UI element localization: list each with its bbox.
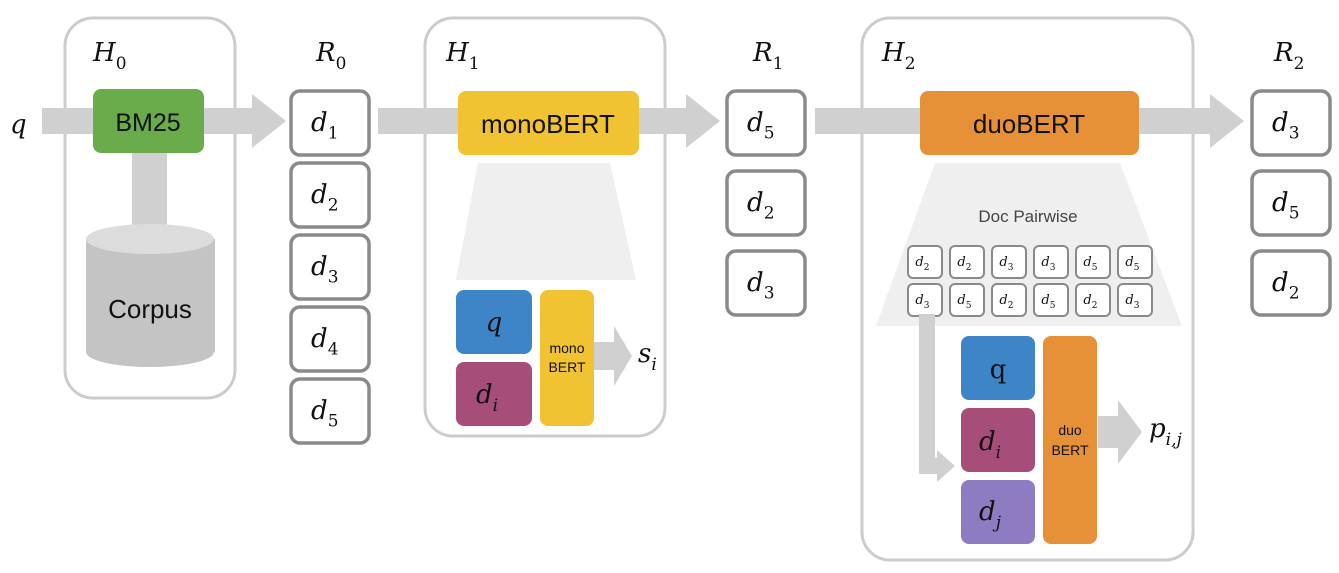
r0-doc-3-symbol: d3 [311,252,338,288]
stage1-hypothesis-label: H1 [445,38,480,74]
r1-doc-2: d2 [725,169,807,237]
bm25-box [93,89,204,153]
pair-6-doc-2: d3 [1117,283,1153,317]
duo-query-symbol: q [990,355,1007,385]
r1-doc-1-symbol: d5 [747,108,774,144]
pair-2-doc-1-symbol: d2 [957,255,971,273]
r0-doc-5: d5 [289,377,371,445]
pair-5-doc-1: d5 [1075,245,1111,279]
duo-inner-model-line1: duo [1058,422,1082,438]
pair-2-doc-1: d2 [949,245,985,279]
pair-5-doc-1-symbol: d5 [1083,255,1097,273]
duo-probability-arrow [1098,400,1142,464]
pair-1-doc-2: d3 [907,283,943,317]
r1-doc-3: d3 [725,249,807,317]
r0-doc-2-symbol: d2 [311,180,338,216]
pair-1-doc-1: d2 [907,245,943,279]
mono-doc-box [456,362,532,426]
duobert-box [920,91,1139,155]
r0-doc-4: d4 [289,305,371,373]
r0-label: R0 [315,38,346,74]
pair-5-doc-2: d2 [1075,283,1111,317]
bm25-corpus-connector [132,150,167,228]
duobert-label: duoBERT [973,109,1085,139]
duo-doc-j-symbol: dj [979,497,1002,533]
duo-query-box [961,336,1035,400]
mono-score-symbol: si [638,339,657,375]
pair-4-doc-2-symbol: d5 [1041,293,1055,311]
duo-inner-model-line2: BERT [1051,442,1089,458]
bm25-label: BM25 [115,109,180,137]
r2-doc-1: d3 [1250,89,1332,157]
monobert-box [458,91,639,155]
mono-doc-symbol: di [476,380,498,416]
mono-query-box [456,290,532,354]
pair-3-doc-1-symbol: d3 [999,255,1013,273]
pair-4-doc-1: d3 [1033,245,1069,279]
pair-6-doc-1: d5 [1117,245,1153,279]
pair-5-doc-2-symbol: d2 [1083,293,1097,311]
monobert-funnel [456,163,636,280]
r2-doc-3: d2 [1250,249,1332,317]
mono-query-symbol: q [486,308,503,338]
pair-4-doc-1-symbol: d3 [1041,255,1055,273]
duo-inner-model-box [1043,336,1097,544]
stage2-hypothesis-label: H2 [881,38,916,74]
r2-doc-3-symbol: d2 [1272,268,1299,304]
pair-4-doc-2: d5 [1033,283,1069,317]
r2-document-list: d3 d5 d2 [1250,89,1332,317]
duo-doc-i-symbol: di [979,427,1001,463]
pair-3-doc-1: d3 [991,245,1027,279]
r0-doc-1: d1 [289,89,371,157]
stage0-hypothesis-label: H0 [92,38,127,74]
mono-inner-model-line2: BERT [548,359,586,375]
pair-2-doc-2: d5 [949,283,985,317]
pair-1-doc-2-symbol: d3 [915,293,929,311]
pair-feed-arrow [919,314,955,482]
r0-doc-4-symbol: d4 [311,324,338,360]
mono-score-arrow [592,326,632,386]
corpus-cylinder [86,224,215,367]
doc-pairwise-label: Doc Pairwise [978,207,1077,226]
pair-3-doc-2-symbol: d2 [999,293,1013,311]
pair-3-doc-2: d2 [991,283,1027,317]
query-symbol: q [10,110,27,140]
pair-6-doc-2-symbol: d3 [1125,293,1139,311]
duo-probability-symbol: pi,j [1149,414,1182,450]
r2-doc-2-symbol: d5 [1272,188,1299,224]
pair-6-doc-1-symbol: d5 [1125,255,1139,273]
r1-doc-3-symbol: d3 [747,268,774,304]
r2-label: R2 [1273,38,1304,74]
r1-doc-1: d5 [725,89,807,157]
r0-doc-3: d3 [289,233,371,301]
duo-doc-j-box [961,480,1035,544]
duo-doc-i-box [961,408,1035,472]
r0-doc-1-symbol: d1 [311,108,338,144]
r1-doc-2-symbol: d2 [747,188,774,224]
r1-label: R1 [752,38,783,74]
r0-doc-5-symbol: d5 [311,396,338,432]
r0-doc-2: d2 [289,161,371,229]
corpus-label: Corpus [108,294,192,324]
r2-doc-1-symbol: d3 [1272,108,1299,144]
r1-document-list: d5 d2 d3 [725,89,807,317]
pair-2-doc-2-symbol: d5 [957,293,971,311]
mono-inner-model-line1: mono [549,340,584,356]
mono-inner-model-box [540,290,594,426]
pair-1-doc-1-symbol: d2 [915,255,929,273]
doc-pair-grid: d2 d3 d2 d5 d3 d2 d3 d5 d5 d2 d5 d3 [907,245,1153,317]
monobert-label: monoBERT [481,109,615,139]
r2-doc-2: d5 [1250,169,1332,237]
r0-document-list: d1 d2 d3 d4 d5 [289,89,371,445]
